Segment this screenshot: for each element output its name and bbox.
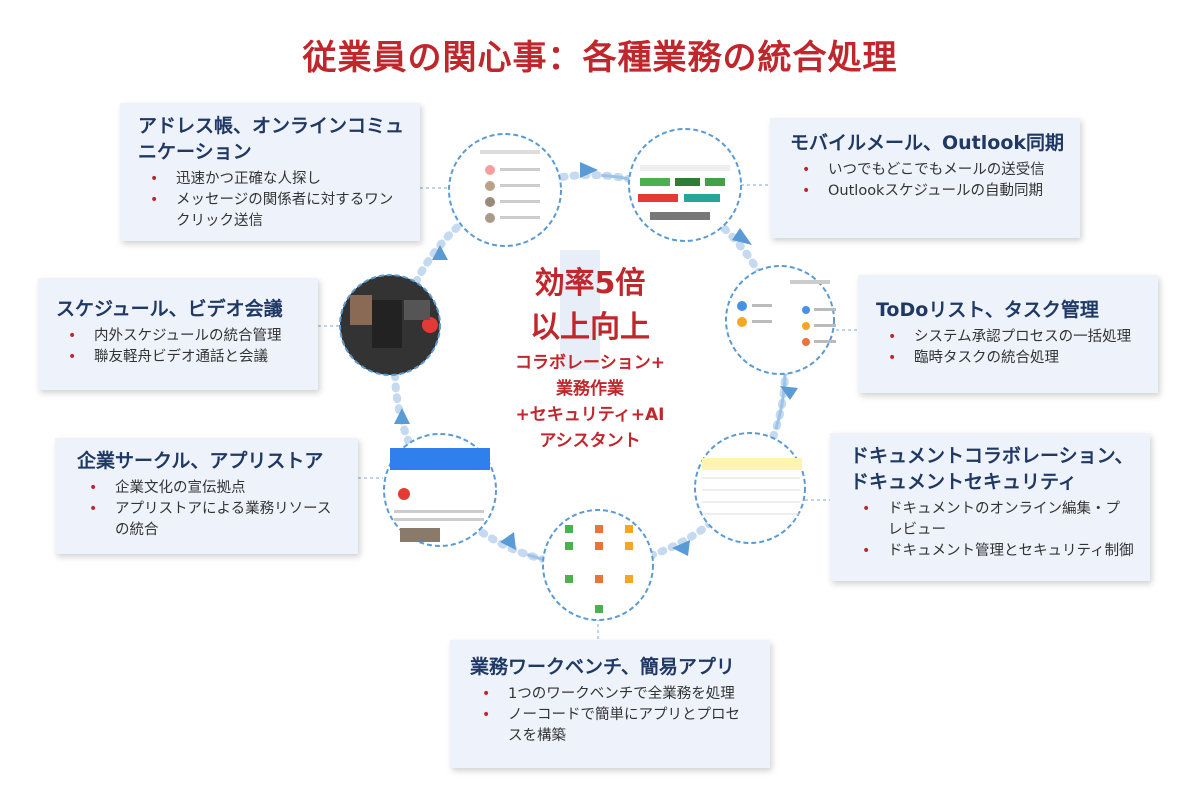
screen-document [694, 432, 806, 544]
box-todo: ToDoリスト、タスク管理 システム承認プロセスの一括処理 臨時タスクの統合処理 [858, 275, 1158, 393]
box-heading: 企業サークル、アプリストア [77, 450, 324, 472]
center-deco [560, 250, 600, 370]
center-text: 効率5倍 以上向上 コラボレーション+ 業務作業 +セキュリティ+AI アシスタ… [470, 262, 710, 454]
center-sub-3: +セキュリティ+AI [515, 405, 665, 425]
arrow-7 [432, 245, 448, 260]
box-workbench: 業務ワークベンチ、簡易アプリ 1つのワークベンチで全業務を処理 ノーコードで簡単… [450, 640, 770, 768]
center-sub-1: コラボレーション+ [515, 353, 665, 373]
box-document: ドキュメントコラボレーション、ドキュメントセキュリティ ドキュメントのオンライン… [830, 433, 1150, 581]
box-item: アプリストアによる業務リソースの統合 [77, 499, 344, 541]
box-enterprise-circle: 企業サークル、アプリストア 企業文化の宣伝拠点 アプリストアによる業務リソースの… [55, 438, 358, 554]
box-item: メッセージの関係者に対するワンクリック送信 [138, 190, 406, 232]
page-title: 従業員の関心事：各種業務の統合処理 [302, 38, 898, 78]
center-sub-2: 業務作業 [556, 379, 624, 399]
box-heading: モバイルメール、Outlook同期 [790, 132, 1065, 154]
box-item: 1つのワークベンチで全業務を処理 [470, 684, 750, 705]
screen-schedule-video [339, 274, 441, 376]
arrow-5 [500, 532, 516, 550]
screen-enterprise-circle [383, 433, 497, 547]
arrow-3 [780, 386, 798, 400]
arrow-4 [672, 540, 690, 556]
box-mobile-mail: モバイルメール、Outlook同期 いつでもどこでもメールの送受信 Outloo… [770, 118, 1080, 238]
screen-todo [725, 265, 836, 375]
box-item: システム承認プロセスの一括処理 [876, 327, 1144, 348]
box-heading: ToDoリスト、タスク管理 [876, 299, 1099, 321]
screen-workbench [542, 509, 654, 621]
box-item: Outlookスケジュールの自動同期 [790, 181, 1066, 202]
box-item: ノーコードで簡単にアプリとプロセスを構築 [470, 705, 750, 747]
center-sub-4: アシスタント [539, 431, 641, 451]
box-item: 内外スケジュールの統合管理 [56, 326, 304, 347]
box-item: 聯友軽舟ビデオ通話と会議 [56, 347, 304, 368]
box-heading: スケジュール、ビデオ会議 [56, 298, 283, 320]
screen-mobile-mail [628, 128, 742, 242]
box-heading: ドキュメントコラボレーション、ドキュメントセキュリティ [850, 445, 1134, 493]
box-address-book: アドレス帳、オンラインコミュニケーション 迅速かつ正確な人探し メッセージの関係… [120, 103, 420, 241]
box-schedule-video: スケジュール、ビデオ会議 内外スケジュールの統合管理 聯友軽舟ビデオ通話と会議 [38, 278, 318, 390]
arrow-1 [580, 162, 598, 178]
box-item: 迅速かつ正確な人探し [138, 169, 406, 190]
screen-address-book [448, 133, 562, 247]
box-item: いつでもどこでもメールの送受信 [790, 160, 1066, 181]
box-heading: 業務ワークベンチ、簡易アプリ [470, 656, 735, 678]
box-item: ドキュメント管理とセキュリティ制御 [850, 541, 1134, 562]
box-item: 臨時タスクの統合処理 [876, 348, 1144, 369]
center-line-2: 以上向上 [530, 310, 650, 345]
center-line-1: 効率5倍 [534, 266, 646, 301]
box-heading: アドレス帳、オンラインコミュニケーション [138, 115, 405, 163]
box-item: 企業文化の宣伝拠点 [77, 478, 344, 499]
arrow-2 [732, 228, 752, 245]
box-item: ドキュメントのオンライン編集・プレビュー [850, 499, 1134, 541]
arrow-6 [394, 408, 410, 424]
